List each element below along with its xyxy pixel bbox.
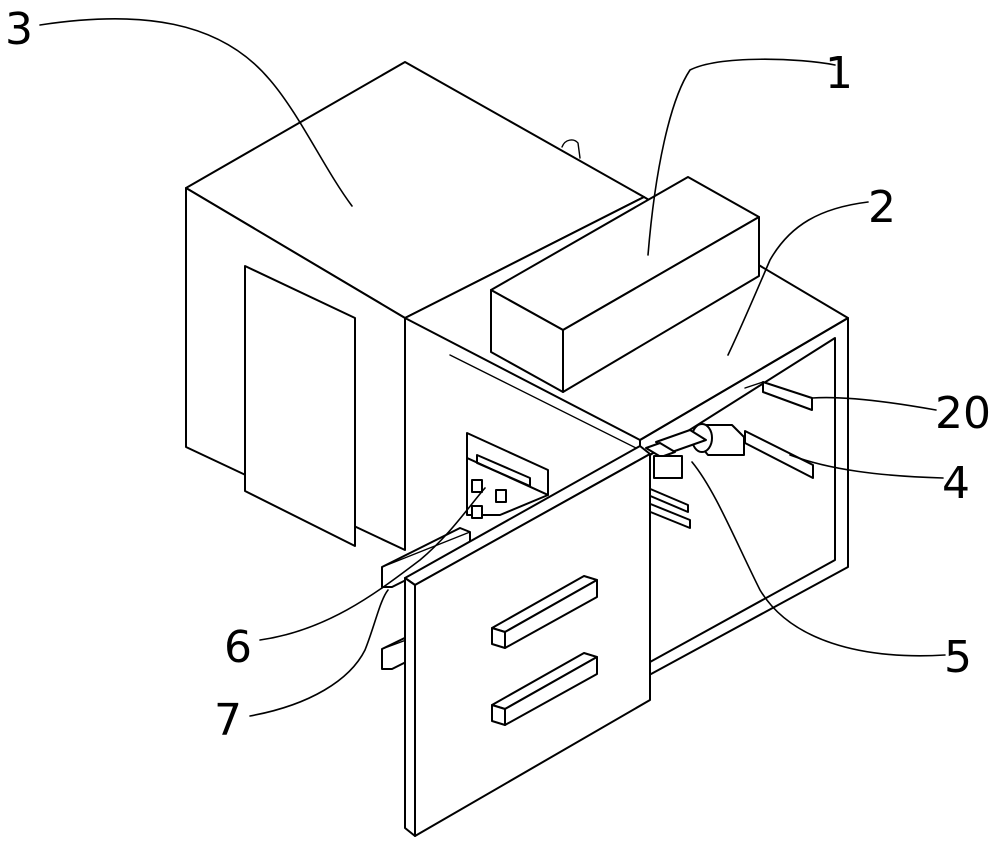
leader-1 — [647, 58, 836, 256]
handle-lower-front — [491, 704, 506, 726]
mount-hole-1 — [471, 479, 483, 493]
handle-upper-side — [504, 579, 598, 649]
callout-3: 3 — [5, 4, 33, 55]
mount-part-6 — [466, 432, 549, 519]
block-side-face — [562, 216, 760, 393]
leader-5 — [691, 461, 946, 657]
leader-7 — [249, 589, 389, 717]
callout-20: 20 — [935, 388, 991, 439]
leader-6 — [259, 487, 486, 641]
mount-hole-2 — [495, 489, 507, 503]
callout-1: 1 — [825, 48, 853, 99]
callout-7: 7 — [214, 695, 242, 746]
leader-lines — [39, 18, 946, 717]
cabinet-back-knob — [561, 139, 581, 159]
slider-block-5b — [645, 442, 676, 458]
leader-4 — [789, 454, 944, 479]
guide-rail-20-upper — [744, 381, 764, 389]
handle-upper-front — [491, 627, 506, 649]
frame-inner-depth-1 — [449, 354, 651, 456]
leader-2 — [727, 201, 869, 356]
guide-rail-20 — [762, 381, 813, 411]
handle-lower-side — [504, 656, 598, 726]
mount-hole-3 — [471, 505, 483, 519]
callout-labels: 3 1 2 20 4 5 6 7 — [5, 4, 991, 746]
callout-4: 4 — [942, 458, 970, 509]
leader-20 — [811, 396, 937, 411]
leader-3 — [39, 18, 353, 207]
panel-side — [404, 577, 416, 837]
callout-5: 5 — [944, 632, 972, 683]
callout-2: 2 — [868, 182, 896, 233]
panel-face — [414, 453, 651, 837]
rail-upper-edge — [381, 531, 471, 568]
internal-mechanism — [645, 381, 814, 529]
clamp-base — [653, 455, 683, 479]
cabinet-door — [244, 265, 356, 547]
guide-rail-4 — [744, 430, 814, 479]
callout-6: 6 — [224, 622, 252, 673]
mount-slot — [476, 454, 531, 487]
top-block-part-1 — [490, 176, 760, 393]
front-drawer-panel — [404, 445, 651, 837]
